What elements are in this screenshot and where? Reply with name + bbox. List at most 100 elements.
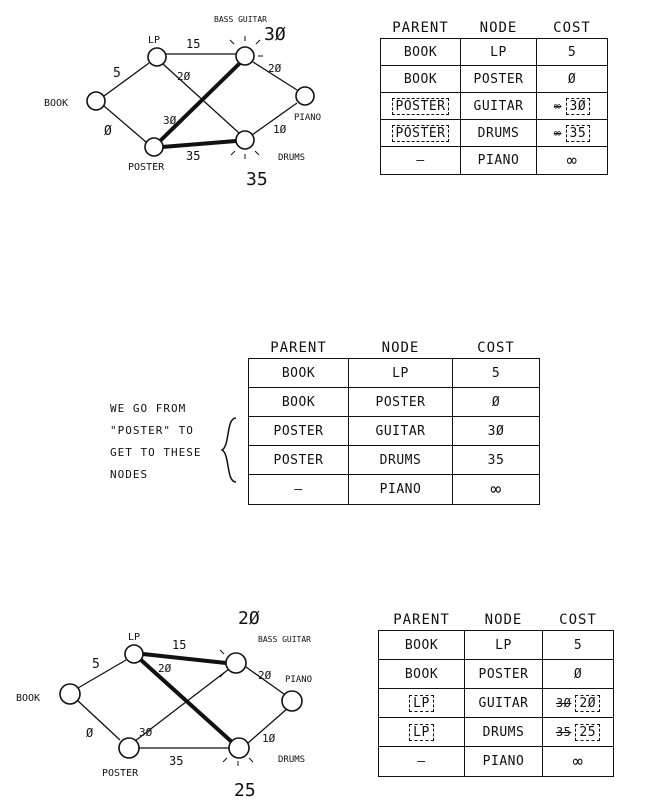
label-guitar: BASS GUITAR — [258, 635, 311, 644]
weight-book-lp: 5 — [113, 66, 121, 81]
table-row: POSTER GUITAR ∞3Ø — [380, 92, 608, 120]
node-guitar — [235, 46, 255, 66]
cell-node: POSTER — [348, 387, 453, 417]
new-cost: 35 — [565, 124, 591, 142]
weight-guitar-piano: 2Ø — [268, 62, 282, 75]
cell-cost: Ø — [542, 659, 614, 689]
cell-cost: ∞ — [452, 474, 540, 505]
new-cost: 3Ø — [565, 97, 591, 115]
table-row: BOOK POSTER Ø — [248, 387, 540, 417]
edge-poster-guitar — [134, 668, 230, 742]
header-parent: PARENT — [393, 612, 450, 628]
node-drums — [228, 737, 250, 759]
table-row: BOOK POSTER Ø — [378, 659, 614, 689]
cell-parent: BOOK — [380, 65, 461, 93]
weight-drums-piano: 1Ø — [273, 123, 287, 136]
node-drums — [235, 130, 255, 150]
cell-parent: BOOK — [248, 358, 349, 388]
note-line: WE GO FROM — [110, 402, 187, 415]
label-poster: POSTER — [102, 768, 139, 779]
old-cost: ∞ — [553, 98, 562, 113]
node-poster — [144, 137, 164, 157]
table-row: POSTER DRUMS ∞35 — [380, 119, 608, 147]
node-book — [59, 683, 81, 705]
cell-cost: Ø — [536, 65, 608, 93]
weight-poster-drums: 35 — [186, 149, 200, 163]
cell-node: GUITAR — [348, 416, 453, 446]
edge-book-poster — [76, 699, 121, 741]
cell-cost: ∞ — [542, 746, 614, 777]
note-line: NODES — [110, 468, 149, 481]
label-drums: DRUMS — [278, 153, 305, 163]
cell-node: DRUMS — [464, 717, 543, 747]
weight-lp-guitar: 15 — [186, 37, 200, 51]
table-3-header: PARENT NODE COST — [379, 612, 614, 631]
cell-node: DRUMS — [460, 119, 537, 147]
header-parent: PARENT — [270, 340, 327, 356]
edge-drums-piano — [247, 707, 289, 744]
node-lp — [124, 644, 144, 664]
cell-parent: BOOK — [378, 659, 465, 689]
curly-brace — [220, 417, 237, 483]
node-lp — [147, 47, 167, 67]
header-node: NODE — [381, 340, 420, 356]
header-node: NODE — [479, 20, 518, 36]
label-lp: LP — [128, 632, 140, 643]
graph-1-svg: BOOK LP POSTER BASS GUITAR PIANO DRUMS 5… — [44, 15, 321, 190]
edge-guitar-piano — [245, 666, 285, 695]
edge-lp-guitar — [142, 652, 227, 665]
table-2: PARENT NODE COST BOOK LP 5 BOOK POSTER Ø… — [248, 340, 540, 505]
cell-parent: POSTER — [248, 445, 349, 475]
weight-poster-guitar: 3Ø — [139, 726, 153, 739]
highlight-rays-guitar — [219, 649, 226, 678]
updated-cost-guitar: 3Ø — [264, 24, 286, 45]
table-row: BOOK LP 5 — [248, 358, 540, 388]
label-guitar: BASS GUITAR — [214, 15, 267, 24]
table-2-note: WE GO FROM "POSTER" TO GET TO THESE NODE… — [110, 398, 230, 486]
weight-guitar-piano: 2Ø — [258, 669, 272, 682]
new-cost: 2Ø — [575, 694, 601, 712]
weight-book-lp: 5 — [92, 657, 100, 672]
cell-cost: 5 — [536, 38, 608, 66]
cell-node: PIANO — [348, 474, 453, 505]
edge-poster-guitar — [158, 61, 242, 143]
header-node: NODE — [484, 612, 523, 628]
cell-node: LP — [348, 358, 453, 388]
weight-poster-guitar: 3Ø — [163, 114, 177, 127]
label-poster: POSTER — [128, 162, 165, 173]
new-cost: 25 — [575, 723, 601, 741]
graph-2: BOOK LP POSTER BASS GUITAR PIANO DRUMS 5… — [0, 600, 340, 801]
edge-book-poster — [103, 105, 147, 143]
edge-book-lp — [77, 659, 127, 689]
table-1-header: PARENT NODE COST — [381, 20, 608, 39]
label-book: BOOK — [44, 98, 68, 109]
cell-node: LP — [460, 38, 537, 66]
cell-parent-highlight: LP — [409, 723, 434, 741]
node-piano — [281, 690, 303, 712]
updated-cost-drums: 35 — [246, 169, 268, 190]
table-row: BOOK LP 5 — [378, 630, 614, 660]
old-cost: ∞ — [553, 125, 562, 140]
note-line: "POSTER" TO — [110, 424, 194, 437]
header-cost: COST — [553, 20, 591, 36]
table-row: POSTER DRUMS 35 — [248, 445, 540, 475]
table-row: — PIANO ∞ — [248, 474, 540, 505]
label-book: BOOK — [16, 693, 40, 704]
cell-cost: ∞ — [536, 146, 608, 175]
cell-parent: — — [380, 146, 461, 175]
label-lp: LP — [148, 35, 160, 46]
cell-cost: ∞35 — [536, 119, 608, 147]
cell-cost: ∞3Ø — [536, 92, 608, 120]
cell-parent: BOOK — [248, 387, 349, 417]
label-drums: DRUMS — [278, 755, 305, 765]
cell-node: POSTER — [460, 65, 537, 93]
weight-poster-drums: 35 — [169, 754, 183, 768]
table-3: PARENT NODE COST BOOK LP 5 BOOK POSTER Ø… — [378, 612, 614, 777]
table-row: POSTER GUITAR 3Ø — [248, 416, 540, 446]
header-cost: COST — [477, 340, 515, 356]
cell-parent: POSTER — [380, 92, 461, 120]
label-piano: PIANO — [294, 113, 321, 123]
